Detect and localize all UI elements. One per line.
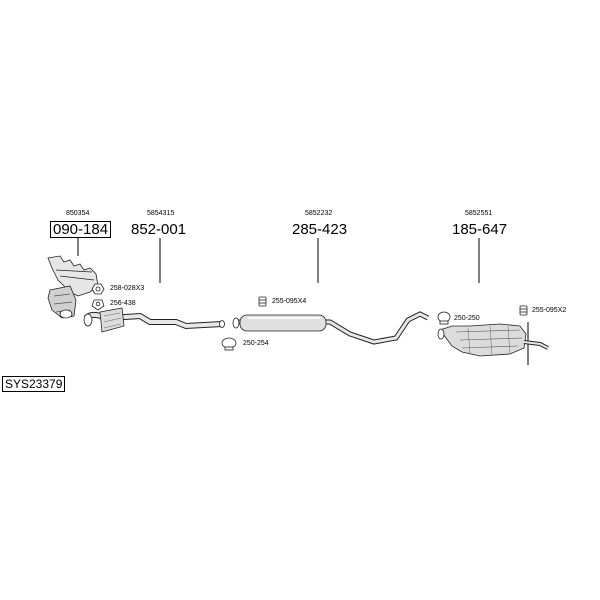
rubber-mount-icon — [519, 305, 528, 316]
part-number-label[interactable]: 185-647 — [452, 221, 508, 238]
front-pipe — [83, 307, 225, 333]
gasket-icon — [91, 299, 105, 311]
accessory-label[interactable]: 255-095X4 — [272, 298, 307, 305]
part-ref-label: 850354 — [66, 210, 90, 217]
clamp-icon — [221, 337, 237, 351]
rubber-mount-icon — [258, 296, 267, 307]
part-ref-label: 5852232 — [305, 210, 333, 217]
part-ref-label: 5852551 — [465, 210, 493, 217]
part-ref-label: 5854315 — [147, 210, 175, 217]
rear-silencer — [437, 323, 549, 357]
exhaust-manifold-catalyst — [47, 255, 99, 319]
nut-icon — [91, 283, 105, 295]
accessory-label[interactable]: 258-028X3 — [110, 285, 145, 292]
part-number-label[interactable]: 285-423 — [292, 221, 348, 238]
accessory-label[interactable]: 250-250 — [454, 315, 480, 322]
clamp-icon — [437, 311, 451, 325]
accessory-label[interactable]: 256-438 — [110, 300, 136, 307]
part-number-label[interactable]: 852-001 — [131, 221, 187, 238]
accessory-label[interactable]: 250-254 — [243, 340, 269, 347]
accessory-label[interactable]: 255-095X2 — [532, 307, 567, 314]
system-code-label: SYS23379 — [2, 376, 66, 392]
part-number-label[interactable]: 090-184 — [50, 221, 112, 238]
middle-silencer — [232, 311, 430, 345]
